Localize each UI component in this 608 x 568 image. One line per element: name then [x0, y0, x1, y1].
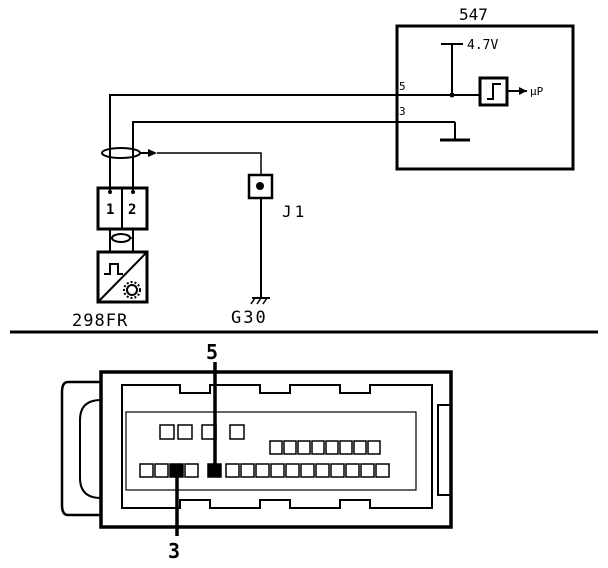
connector-pin-1-label: 1: [106, 202, 114, 218]
ecu-id-label: 547: [459, 5, 488, 24]
callout-label-5: 5: [206, 340, 218, 364]
junction-label: J1: [282, 202, 307, 221]
output-arrow-icon: [519, 87, 527, 95]
shield-drain-wire: [157, 152, 262, 175]
pulse-signal-icon: [104, 263, 123, 275]
sensor-id-label: 298FR: [72, 311, 128, 331]
cable-shield-lower-icon: [111, 233, 131, 243]
ecu-547: 547 4.7V 5 μP 3: [395, 5, 575, 171]
supply-voltage-label: 4.7V: [467, 38, 498, 53]
pin-3-cavity: [169, 463, 184, 478]
callout-label-3: 3: [168, 539, 180, 563]
gear-icon: [123, 281, 141, 299]
ground-label: G30: [231, 308, 268, 328]
ecu-pin-3-label: 3: [399, 105, 406, 118]
output-label: μP: [530, 85, 544, 98]
junction-j1: J1 G30: [231, 173, 307, 328]
pin-5-cavity: [207, 463, 222, 478]
cable-shield-icon: [101, 147, 141, 159]
sensor-connector: 1 2: [96, 186, 149, 252]
connector-face-view: 5 3: [60, 340, 453, 563]
ecu-pin-5-label: 5: [399, 80, 406, 93]
harness-wires: [101, 94, 397, 190]
connector-latch: [60, 380, 101, 517]
connector-pin-2-label: 2: [128, 202, 136, 218]
wire-pin-5: [109, 94, 397, 190]
sensor-298fr: 298FR: [72, 250, 149, 331]
wire-pin-3: [132, 121, 397, 190]
connector-inner-outline: [121, 384, 433, 509]
